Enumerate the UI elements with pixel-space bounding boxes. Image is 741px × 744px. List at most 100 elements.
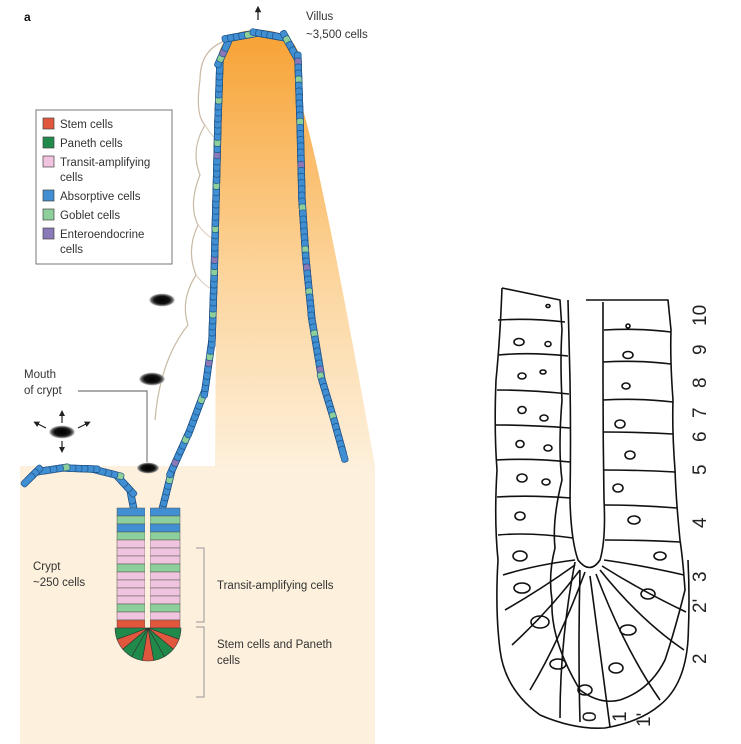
mouth-label-line1: Mouth xyxy=(24,369,56,381)
crypt-cell-right xyxy=(149,603,181,613)
legend-label: Transit-amplifying xyxy=(60,157,150,169)
crypt-cell-right xyxy=(149,531,181,541)
nucleus xyxy=(530,615,550,629)
crypt-cell-left xyxy=(116,547,146,557)
crypt-cells xyxy=(114,505,182,662)
crypt-cell-right xyxy=(149,611,181,621)
legend-label: cells xyxy=(60,244,83,256)
ghost-villus-outline xyxy=(154,39,229,421)
epithelial-cell xyxy=(20,472,36,488)
villus-core xyxy=(215,30,375,470)
position-number: 1 xyxy=(610,711,631,722)
crypt-mouth-hole xyxy=(136,462,160,474)
legend-label: Goblet cells xyxy=(60,210,120,222)
position-number: 5 xyxy=(690,464,711,475)
position-number: 9 xyxy=(690,344,711,355)
legend-item: Transit-amplifying cells xyxy=(42,155,150,184)
stem-bracket xyxy=(196,626,205,698)
nucleus xyxy=(514,511,526,521)
villus-count: ~3,500 cells xyxy=(306,29,368,41)
nucleus xyxy=(627,515,641,525)
crypt-count: ~250 cells xyxy=(33,577,85,589)
nucleus xyxy=(625,323,631,329)
crypt-outer-outline xyxy=(501,287,686,703)
mouth-leader-line xyxy=(78,390,148,462)
nucleus xyxy=(513,337,525,347)
crypt-mouth-hole xyxy=(48,425,76,439)
nucleus xyxy=(516,473,528,483)
right-cell-dividers xyxy=(589,328,687,728)
nucleus xyxy=(640,588,656,600)
position-number: 6 xyxy=(690,431,711,442)
legend-swatch xyxy=(42,136,55,149)
nucleus xyxy=(622,350,634,360)
legend-label: Enteroendocrine xyxy=(60,229,144,241)
position-number: 2' xyxy=(690,599,711,613)
crypt-cell-right xyxy=(149,547,181,557)
nucleus xyxy=(513,582,531,594)
nucleus xyxy=(621,382,631,390)
crypt-cell-right xyxy=(149,619,181,629)
nucleus xyxy=(515,439,525,449)
nucleus xyxy=(545,303,551,309)
nucleus xyxy=(577,684,593,696)
nucleus xyxy=(624,450,636,460)
cell-nuclei xyxy=(512,303,667,696)
legend-swatch xyxy=(42,117,55,130)
crypt-cell-left xyxy=(116,555,146,565)
crypt-mouth-hole xyxy=(148,293,176,307)
position-number: 2 xyxy=(690,653,711,664)
epithelial-cell xyxy=(338,445,349,463)
nucleus xyxy=(614,419,626,429)
nucleus xyxy=(517,372,527,380)
tissue-background xyxy=(20,466,375,744)
legend-label: cells xyxy=(60,172,83,184)
crypt-cell-left xyxy=(116,611,146,621)
crypt-left-wall xyxy=(494,287,690,730)
villus-title: Villus xyxy=(306,11,334,23)
stem-bracket-label-line2: cells xyxy=(217,655,240,667)
crypt-cell-left xyxy=(116,595,146,605)
transit-bracket-label: Transit-amplifying cells xyxy=(217,580,334,592)
crypt-cell-right xyxy=(149,587,181,597)
crypt-cell-right xyxy=(149,515,181,525)
nucleus xyxy=(544,340,552,348)
crypt-title: Crypt xyxy=(33,561,61,573)
diffusion-arrows xyxy=(33,410,91,453)
nucleus xyxy=(512,550,528,562)
crypt-cell-left xyxy=(116,571,146,581)
crypt-cell-left xyxy=(116,563,146,573)
legend-swatch xyxy=(42,155,55,168)
legend-swatch xyxy=(42,189,55,202)
crypt-cell-right xyxy=(149,579,181,589)
legend-swatch xyxy=(42,227,55,240)
crypt-cell-right xyxy=(149,555,181,565)
legend-label: Stem cells xyxy=(60,119,113,131)
stem-bracket-label-line1: Stem cells and Paneth xyxy=(217,639,332,651)
legend-item: Absorptive cells xyxy=(42,189,141,203)
legend-swatch xyxy=(42,208,55,221)
crypt-cell-right xyxy=(149,595,181,605)
position-number: 10 xyxy=(690,305,711,326)
nucleus xyxy=(517,405,527,415)
nucleus xyxy=(619,624,637,636)
position-number: 4 xyxy=(690,517,711,528)
transit-bracket xyxy=(196,547,205,623)
position-number: 8 xyxy=(690,377,711,388)
position-number: 1' xyxy=(634,713,655,727)
legend-label: Paneth cells xyxy=(60,138,123,150)
crypt-cell-left xyxy=(116,587,146,597)
crypt-cell-left xyxy=(116,579,146,589)
left-cell-dividers xyxy=(495,318,586,691)
legend-item: Enteroendocrine cells xyxy=(42,227,144,256)
position-number: 3 xyxy=(690,571,711,582)
crypt-cell-left xyxy=(116,507,146,517)
mouth-label-line2: of crypt xyxy=(24,385,63,397)
panel-letter: a xyxy=(24,10,31,24)
crypt-base-cell xyxy=(114,627,149,640)
crypt-cell-right xyxy=(149,571,181,581)
